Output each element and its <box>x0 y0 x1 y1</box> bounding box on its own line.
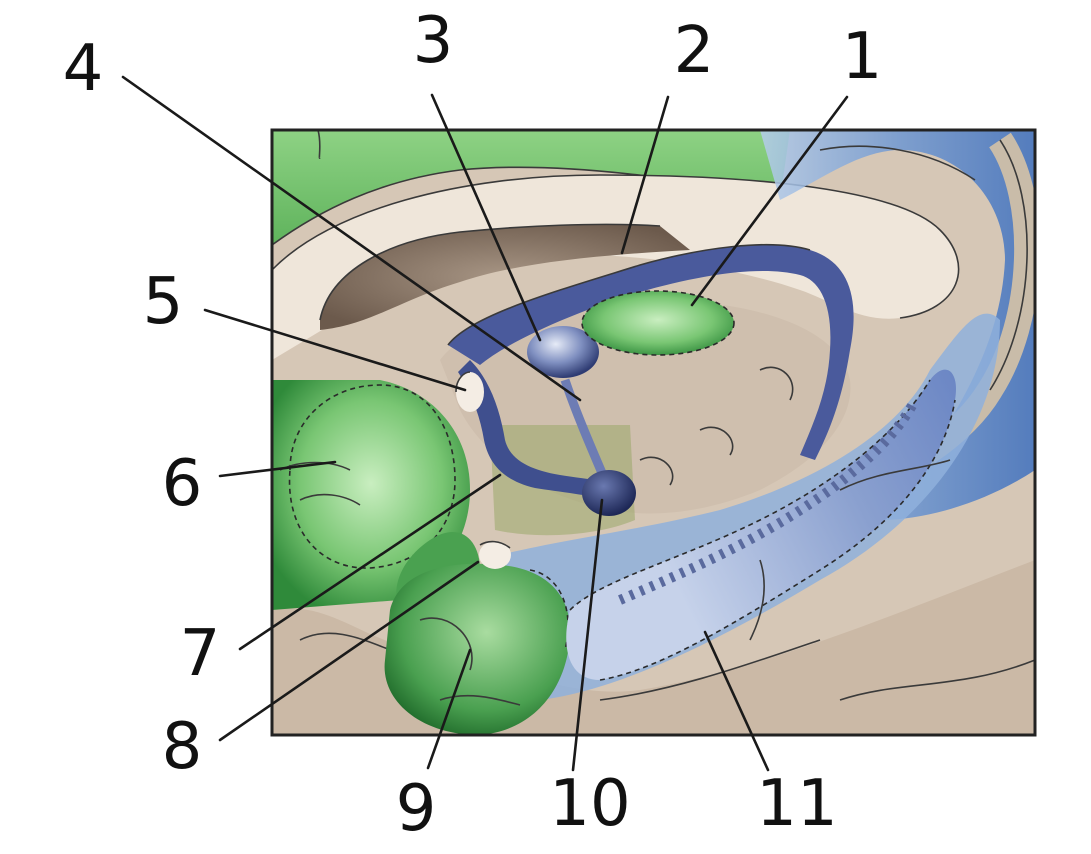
leader-3 <box>430 93 542 342</box>
label-2: 2 <box>674 14 715 88</box>
leader-10 <box>571 498 604 772</box>
label-3: 3 <box>413 4 454 78</box>
brain-illustration <box>272 130 1035 735</box>
leader-2 <box>620 95 670 255</box>
label-6: 6 <box>162 447 203 521</box>
label-11: 11 <box>756 767 837 841</box>
number-labels: 1 2 3 4 5 6 7 8 9 10 11 <box>63 4 883 846</box>
figure-frame <box>270 128 1037 737</box>
leader-lines <box>121 75 849 772</box>
leader-4 <box>121 75 582 402</box>
label-10: 10 <box>549 767 630 841</box>
label-9: 9 <box>396 772 437 846</box>
label-8: 8 <box>162 710 203 784</box>
label-4: 4 <box>63 32 104 106</box>
leader-11 <box>703 630 770 772</box>
leader-6 <box>218 460 337 478</box>
leader-9 <box>426 648 472 770</box>
leader-1 <box>690 95 849 307</box>
leader-8 <box>218 560 480 742</box>
leader-5 <box>203 308 467 392</box>
leader-7 <box>238 473 502 651</box>
label-7: 7 <box>180 617 221 691</box>
label-5: 5 <box>143 265 184 339</box>
label-1: 1 <box>842 20 883 94</box>
